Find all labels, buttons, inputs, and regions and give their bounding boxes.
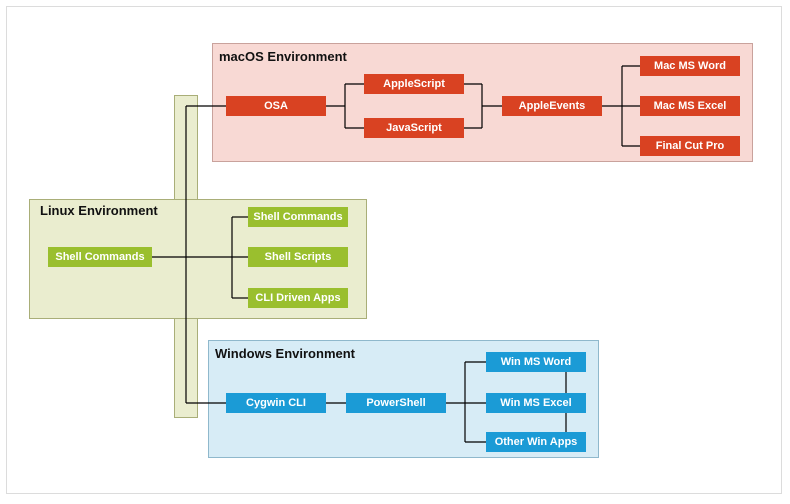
win-ms-excel-node: Win MS Excel (486, 393, 586, 413)
osa-node: OSA (226, 96, 326, 116)
final-cut-pro-node: Final Cut Pro (640, 136, 740, 156)
mac-ms-excel-node: Mac MS Excel (640, 96, 740, 116)
mac-ms-word-node: Mac MS Word (640, 56, 740, 76)
linux-shell-commands-node: Shell Commands (248, 207, 348, 227)
appleevents-node: AppleEvents (502, 96, 602, 116)
powershell-node: PowerShell (346, 393, 446, 413)
win-ms-word-node: Win MS Word (486, 352, 586, 372)
cygwin-cli-node: Cygwin CLI (226, 393, 326, 413)
other-win-apps-node: Other Win Apps (486, 432, 586, 452)
javascript-node: JavaScript (364, 118, 464, 138)
applescript-node: AppleScript (364, 74, 464, 94)
windows-environment-title: Windows Environment (215, 346, 355, 361)
macos-environment-title: macOS Environment (219, 49, 347, 64)
linux-environment-title: Linux Environment (40, 203, 158, 218)
linux-cli-driven-apps-node: CLI Driven Apps (248, 288, 348, 308)
linux-shell-commands-source-node: Shell Commands (48, 247, 152, 267)
linux-shell-scripts-node: Shell Scripts (248, 247, 348, 267)
